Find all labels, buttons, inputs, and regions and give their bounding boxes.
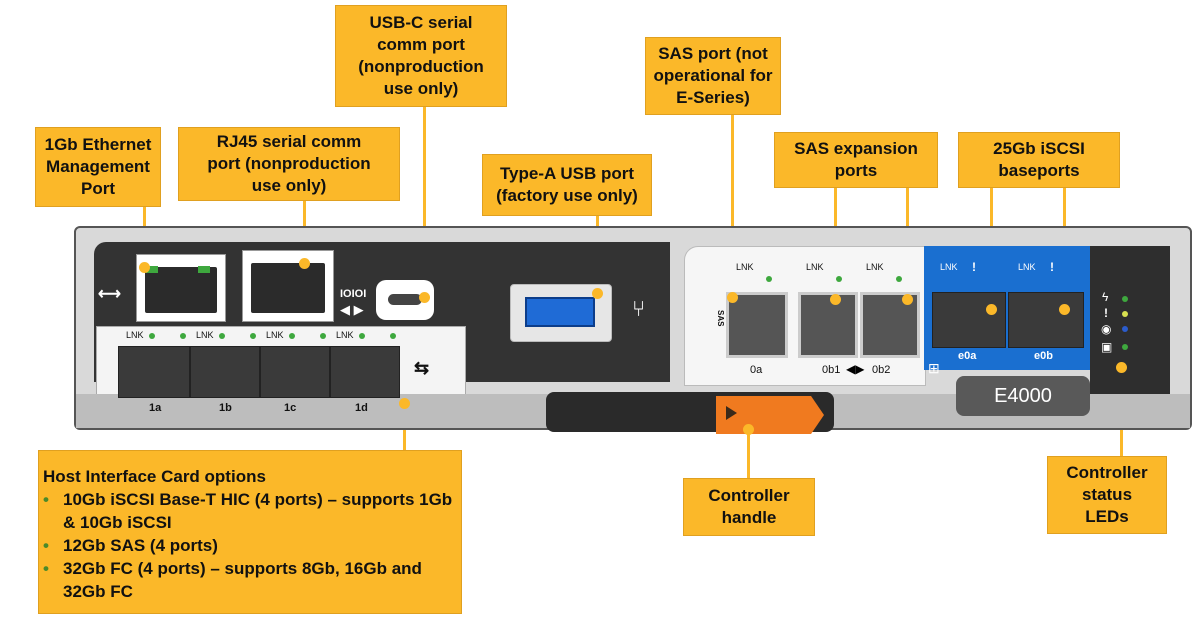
network-icon: ⊞ <box>928 360 940 376</box>
dot-usbc <box>419 292 430 303</box>
hic-port-1b[interactable] <box>190 346 260 398</box>
ethernet-led-right <box>198 266 210 273</box>
hic-lnk-1c: LNK <box>266 330 284 340</box>
model-plate: E4000 <box>956 376 1090 416</box>
dot-typea <box>592 288 603 299</box>
iscsi-label-e0a: e0a <box>958 350 977 362</box>
sas-lnk-0b1: LNK <box>806 262 824 272</box>
sas-label-0a: 0a <box>750 364 763 376</box>
sas-lnk-0a: LNK <box>736 262 754 272</box>
sas-led <box>766 276 772 282</box>
hic-lnk-1a: LNK <box>126 330 144 340</box>
iscsi-port-e0a[interactable] <box>932 292 1006 348</box>
iscsi-lnk-e0a: LNK <box>940 262 958 272</box>
usb-icon: ⑂ <box>632 296 646 321</box>
ethernet-led-left <box>146 266 158 273</box>
hic-lnk-1d: LNK <box>336 330 354 340</box>
sas-port-0a[interactable] <box>726 292 788 358</box>
dot-sas-exp-1 <box>830 294 841 305</box>
hic-led <box>219 333 225 339</box>
hic-led <box>149 333 155 339</box>
iscsi-port-e0b[interactable] <box>1008 292 1084 348</box>
rj45-serial-port[interactable] <box>242 250 334 322</box>
arrows-icon: ◀ ▶ <box>340 302 364 317</box>
dot-ethernet <box>139 262 150 273</box>
sas-text: SAS <box>716 310 725 327</box>
host-card-item: 10Gb iSCSI Base-T HIC (4 ports) – suppor… <box>43 488 455 534</box>
attention-icon: ! <box>1104 306 1108 320</box>
ioioi-icon: IOIOI <box>340 288 367 300</box>
hic-led <box>390 333 396 339</box>
sas-arrows-icon: ◀▶ <box>846 362 865 376</box>
hic-type-icon: ⇆ <box>414 358 430 378</box>
hic-led <box>359 333 365 339</box>
model-label: E4000 <box>994 384 1052 407</box>
status-led-activity <box>1122 344 1128 350</box>
hic-port-1d[interactable] <box>330 346 400 398</box>
handle-arrow-icon <box>726 406 737 420</box>
host-card-item: 32Gb FC (4 ports) – supports 8Gb, 16Gb a… <box>43 557 455 603</box>
iscsi-label-e0b: e0b <box>1034 350 1053 362</box>
leader-sas-port <box>731 114 734 296</box>
hic-led <box>289 333 295 339</box>
dot-handle <box>743 424 754 435</box>
leader-usbc <box>423 106 426 296</box>
dot-iscsi-2 <box>1059 304 1070 315</box>
ethernet-port[interactable] <box>136 254 226 322</box>
iscsi-lnk-e0b: LNK <box>1018 262 1036 272</box>
dot-hic <box>399 398 410 409</box>
hic-label-1d: 1d <box>355 402 368 414</box>
status-led-locate <box>1122 326 1128 332</box>
dot-sas-port <box>727 292 738 303</box>
iscsi-mark-e0a: ! <box>972 260 976 274</box>
leader-handle <box>747 428 750 480</box>
status-led-attention <box>1122 311 1128 317</box>
sas-led <box>896 276 902 282</box>
sas-lnk-0b2: LNK <box>866 262 884 272</box>
sas-port-0b1[interactable] <box>798 292 858 358</box>
iscsi-mark-e0b: ! <box>1050 260 1054 274</box>
hic-lnk-1b: LNK <box>196 330 214 340</box>
hic-port-1c[interactable] <box>260 346 330 398</box>
sas-label-0b2: 0b2 <box>872 364 891 376</box>
hic-led <box>250 333 256 339</box>
sas-label-0b1: 0b1 <box>822 364 841 376</box>
hic-label-1b: 1b <box>219 402 232 414</box>
sas-led <box>836 276 842 282</box>
tool-icon: ⟷ <box>98 286 121 303</box>
callout-host-interface-card: Host Interface Card options 10Gb iSCSI B… <box>38 450 462 614</box>
status-led-power <box>1122 296 1128 302</box>
locate-icon: ◉ <box>1101 322 1112 336</box>
dot-iscsi-1 <box>986 304 997 315</box>
host-card-item: 12Gb SAS (4 ports) <box>43 534 455 557</box>
power-icon: ϟ <box>1102 290 1109 304</box>
hic-led <box>180 333 186 339</box>
dot-sas-exp-2 <box>902 294 913 305</box>
dot-status <box>1116 362 1127 373</box>
hic-port-1a[interactable] <box>118 346 190 398</box>
dot-rj45 <box>299 258 310 269</box>
host-card-list: 10Gb iSCSI Base-T HIC (4 ports) – suppor… <box>43 488 455 603</box>
hic-label-1c: 1c <box>284 402 297 414</box>
hic-led <box>320 333 326 339</box>
host-card-title: Host Interface Card options <box>43 467 266 486</box>
hic-label-1a: 1a <box>149 402 162 414</box>
callout-type-a: Type-A USB port(factory use only) <box>482 154 652 216</box>
activity-icon: ▣ <box>1101 340 1113 354</box>
